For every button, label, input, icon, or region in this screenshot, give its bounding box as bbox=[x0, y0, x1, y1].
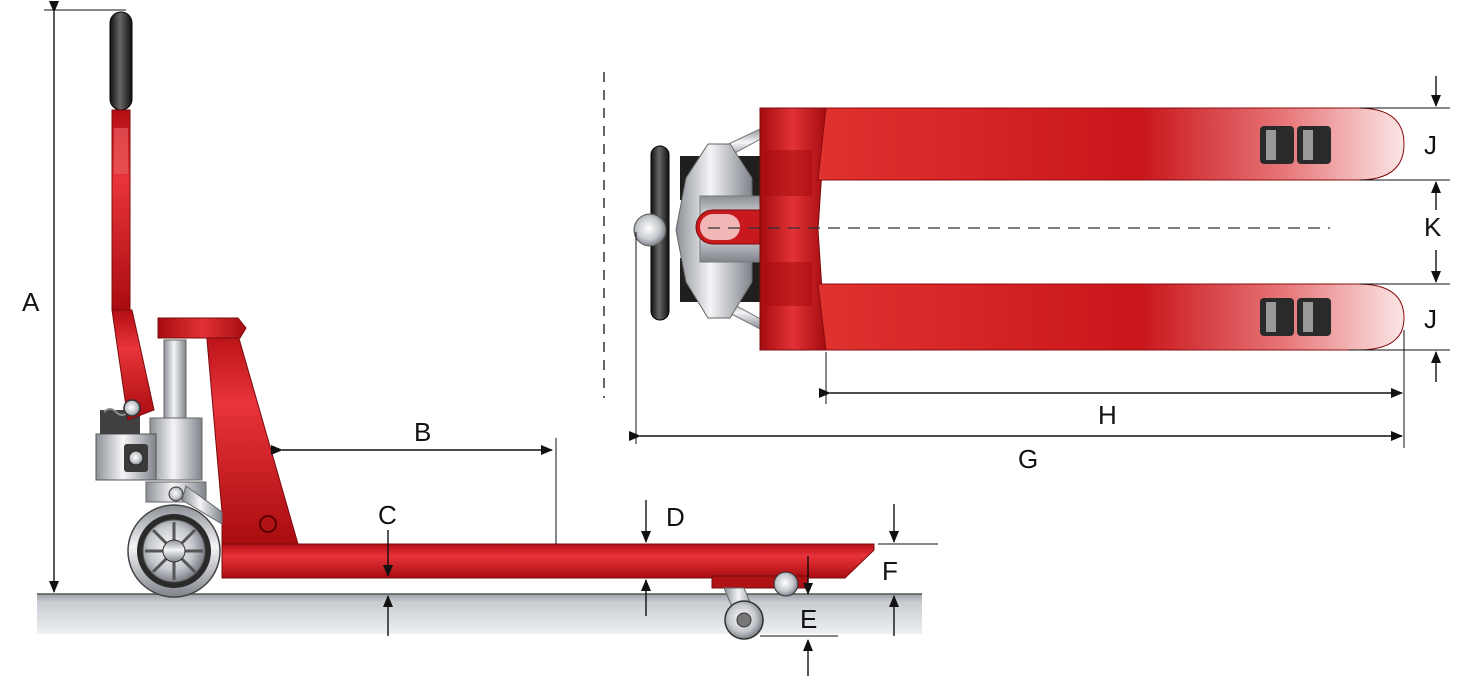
label-H: H bbox=[1098, 400, 1117, 430]
fork-rollers bbox=[1260, 126, 1331, 336]
label-J-bottom: J bbox=[1424, 304, 1437, 334]
fork-side bbox=[221, 543, 875, 579]
steering-wheel bbox=[127, 504, 221, 598]
floor bbox=[37, 594, 922, 634]
label-K: K bbox=[1424, 212, 1442, 242]
label-F: F bbox=[882, 556, 898, 586]
hydraulic-pump bbox=[95, 339, 223, 525]
label-J-top: J bbox=[1424, 130, 1437, 160]
load-roller bbox=[711, 571, 809, 640]
frame-bolt bbox=[259, 515, 277, 533]
top-view bbox=[603, 72, 1405, 398]
label-D: D bbox=[666, 502, 685, 532]
dimension-lines bbox=[44, 1, 1450, 676]
label-B: B bbox=[414, 417, 431, 447]
chassis-top bbox=[759, 107, 827, 351]
dimension-labels: A B C D E F G H J K J bbox=[22, 130, 1442, 634]
label-E: E bbox=[800, 604, 817, 634]
label-C: C bbox=[378, 500, 397, 530]
frame-cap bbox=[157, 317, 247, 339]
label-G: G bbox=[1018, 444, 1038, 474]
side-view bbox=[37, 11, 922, 640]
tiller-handle bbox=[109, 11, 155, 421]
fork-arm-bottom bbox=[817, 283, 1405, 351]
label-A: A bbox=[22, 287, 40, 317]
